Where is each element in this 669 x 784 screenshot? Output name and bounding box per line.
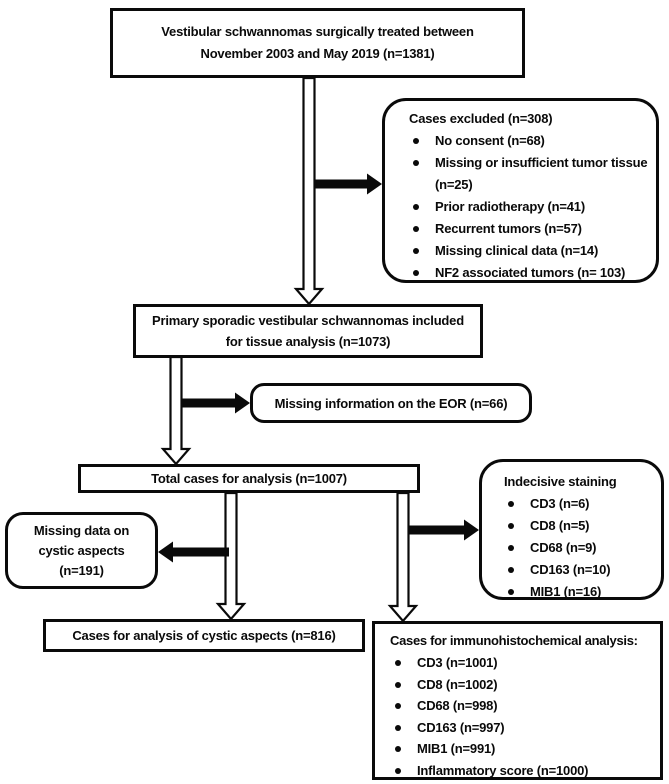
list-item: CD8 (n=1002) — [395, 674, 656, 696]
list-item-text: No consent (n=68) — [435, 133, 545, 148]
bullet-icon — [413, 226, 419, 232]
arrow-to-excluded — [314, 173, 382, 195]
list-item: Prior radiotherapy (n=41) — [413, 196, 648, 218]
box-missing-cystic-data: Missing data on cystic aspects (n=191) — [5, 512, 158, 589]
list-item: CD3 (n=1001) — [395, 652, 656, 674]
bullet-icon — [413, 204, 419, 210]
box-treated-cases: Vestibular schwannomas surgically treate… — [110, 8, 525, 78]
bullet-icon — [395, 703, 401, 709]
box-total-cases: Total cases for analysis (n=1007) — [78, 464, 420, 493]
list-item: MIB1 (n=16) — [508, 581, 655, 603]
box-treated-line1: Vestibular schwannomas surgically treate… — [161, 24, 474, 39]
list-item: NF2 associated tumors (n= 103) — [413, 262, 648, 284]
list-item: CD163 (n=10) — [508, 559, 655, 581]
arrow-primary-to-total — [160, 355, 192, 466]
list-item-text: CD3 (n=6) — [530, 496, 590, 511]
box-miscystic-line3: (n=191) — [59, 562, 104, 578]
box-miscystic-line1: Missing data on — [33, 522, 130, 538]
bullet-icon — [508, 501, 514, 507]
indecisive-title: Indecisive staining — [504, 474, 617, 489]
box-primary-sporadic: Primary sporadic vestibular schwannomas … — [133, 304, 483, 358]
list-item-text: CD68 (n=998) — [417, 698, 498, 713]
arrow-to-eor — [181, 392, 250, 414]
box-miscystic-line2: cystic aspects — [38, 542, 125, 558]
immuno-title: Cases for immunohistochemical analysis: — [390, 633, 638, 648]
bullet-icon — [413, 138, 419, 144]
arrow-to-indecisive — [408, 519, 479, 541]
list-item: Missing clinical data (n=14) — [413, 240, 648, 262]
box-cases-excluded: Cases excluded (n=308) No consent (n=68)… — [382, 98, 659, 283]
bullet-icon — [508, 523, 514, 529]
list-item: Inflammatory score (n=1000) — [395, 760, 656, 782]
list-item-text: MIB1 (n=991) — [417, 741, 496, 756]
arrow-treated-to-primary — [293, 76, 325, 306]
list-item-text: NF2 associated tumors (n= 103) — [435, 265, 626, 280]
list-item: MIB1 (n=991) — [395, 738, 656, 760]
bullet-icon — [508, 589, 514, 595]
list-item: CD3 (n=6) — [508, 493, 655, 515]
box-immuno-analysis: Cases for immunohistochemical analysis: … — [372, 621, 663, 780]
excluded-list: No consent (n=68) Missing or insufficien… — [385, 130, 648, 284]
list-item-text: Missing or insufficient tumor tissue (n=… — [435, 155, 648, 192]
list-item: Recurrent tumors (n=57) — [413, 218, 648, 240]
list-item-text: Prior radiotherapy (n=41) — [435, 199, 585, 214]
box-treated-line2: November 2003 and May 2019 (n=1381) — [200, 46, 435, 61]
list-item: CD8 (n=5) — [508, 515, 655, 537]
bullet-icon — [413, 248, 419, 254]
box-total-text: Total cases for analysis (n=1007) — [151, 471, 347, 486]
box-missing-eor: Missing information on the EOR (n=66) — [250, 383, 532, 423]
list-item-text: MIB1 (n=16) — [530, 584, 602, 599]
immuno-list: CD3 (n=1001) CD8 (n=1002) CD68 (n=998) C… — [375, 652, 656, 781]
box-primary-line2: for tissue analysis (n=1073) — [225, 334, 391, 349]
bullet-icon — [395, 660, 401, 666]
list-item-text: Recurrent tumors (n=57) — [435, 221, 582, 236]
list-item: Missing or insufficient tumor tissue (n=… — [413, 152, 648, 196]
arrow-to-missing-cystic — [158, 541, 229, 563]
list-item: CD68 (n=998) — [395, 695, 656, 717]
list-item-text: CD163 (n=10) — [530, 562, 611, 577]
list-item: CD163 (n=997) — [395, 717, 656, 739]
bullet-icon — [395, 681, 401, 688]
list-item-text: CD8 (n=5) — [530, 518, 590, 533]
list-item: CD68 (n=9) — [508, 537, 655, 559]
bullet-icon — [395, 724, 401, 731]
bullet-icon — [508, 545, 514, 551]
list-item-text: CD8 (n=1002) — [417, 676, 498, 692]
box-indecisive-staining: Indecisive staining CD3 (n=6) CD8 (n=5) … — [479, 459, 664, 600]
bullet-icon — [413, 160, 419, 166]
box-cystic-text: Cases for analysis of cystic aspects (n=… — [72, 628, 336, 643]
excluded-title: Cases excluded (n=308) — [409, 111, 553, 126]
bullet-icon — [395, 746, 401, 752]
bullet-icon — [508, 567, 514, 573]
arrow-total-to-cystic — [215, 491, 247, 621]
bullet-icon — [413, 270, 419, 276]
list-item: No consent (n=68) — [413, 130, 648, 152]
indecisive-list: CD3 (n=6) CD8 (n=5) CD68 (n=9) CD163 (n=… — [482, 493, 655, 603]
list-item-text: Inflammatory score (n=1000) — [417, 762, 589, 778]
list-item-text: CD68 (n=9) — [530, 540, 597, 555]
list-item-text: Missing clinical data (n=14) — [435, 243, 599, 258]
list-item-text: CD3 (n=1001) — [417, 655, 498, 670]
box-cystic-analysis: Cases for analysis of cystic aspects (n=… — [43, 619, 365, 652]
bullet-icon — [395, 767, 401, 774]
box-eor-text: Missing information on the EOR (n=66) — [274, 395, 508, 411]
box-primary-line1: Primary sporadic vestibular schwannomas … — [152, 313, 464, 328]
arrow-total-to-immuno — [387, 491, 419, 623]
list-item-text: CD163 (n=997) — [417, 719, 505, 735]
